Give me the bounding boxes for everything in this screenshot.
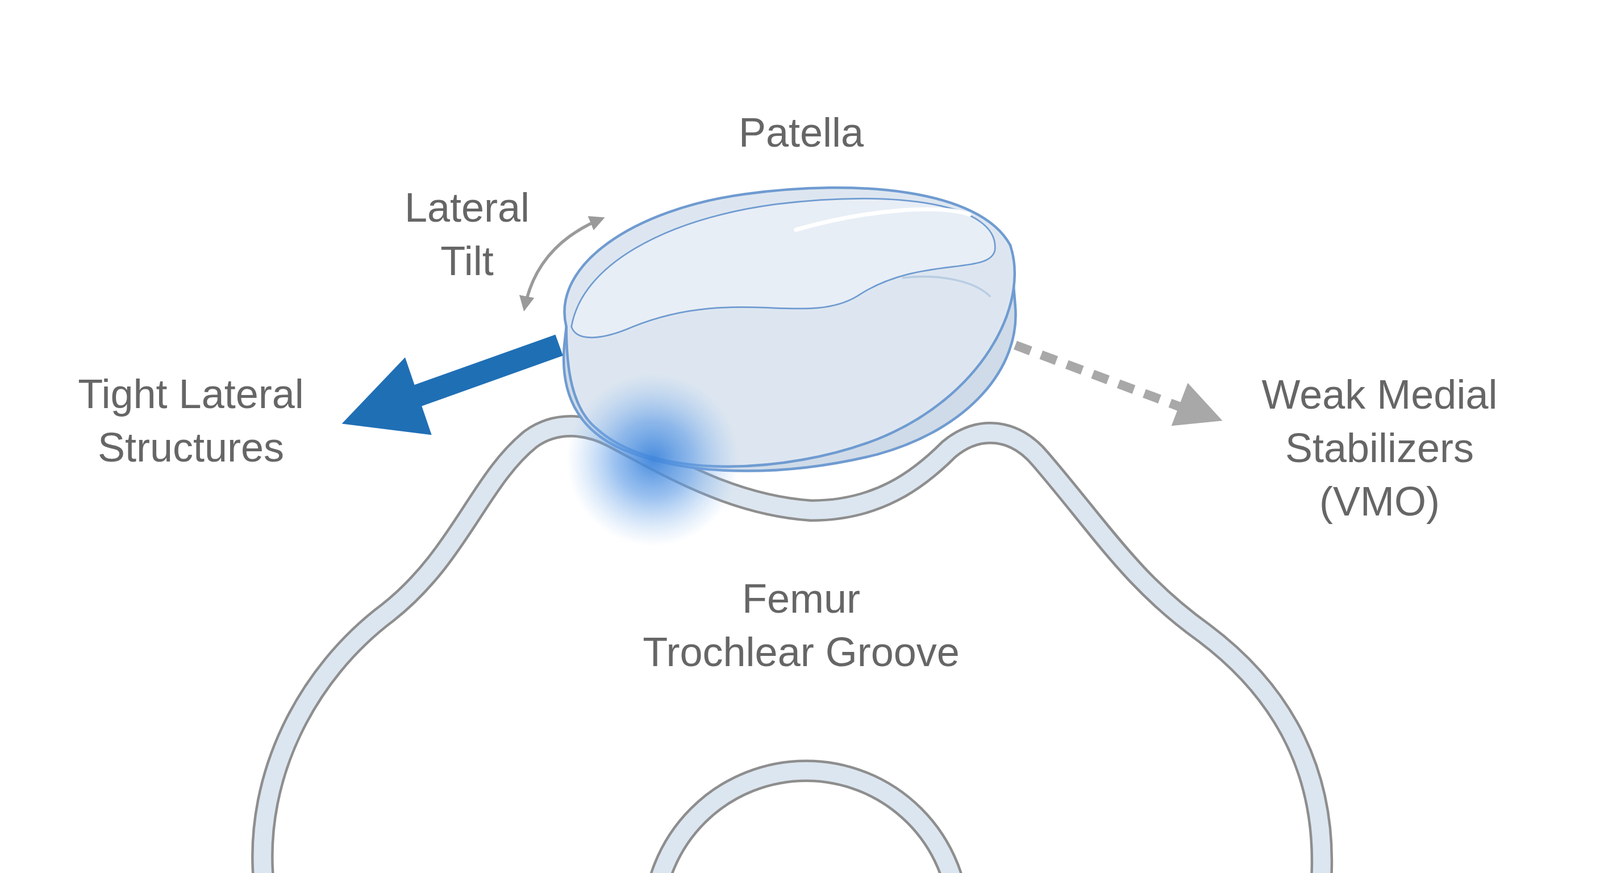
wrap-spacer xyxy=(625,571,711,625)
femur-outline xyxy=(262,426,1323,873)
wrap-spacer xyxy=(892,571,978,625)
arrow-head xyxy=(342,357,432,435)
arrow-head xyxy=(1171,382,1223,426)
patella-gloss xyxy=(796,209,970,230)
tight-lateral-arrow xyxy=(342,344,560,435)
femur-ring-edge xyxy=(652,770,960,873)
arrow-shaft xyxy=(413,344,560,398)
patella-surface xyxy=(571,198,996,337)
femur-ring-fill xyxy=(652,770,960,873)
part-label: Femur Trochlear Groove xyxy=(625,571,978,679)
part-label: Patella xyxy=(687,105,915,160)
part-label: Weak Medial Stabilizers (VMO) xyxy=(1246,367,1514,528)
weak-medial-arrow xyxy=(1015,344,1223,426)
contact-pain-glow xyxy=(566,372,740,547)
patella-gloss xyxy=(902,276,990,297)
tilt-arrow xyxy=(524,218,602,309)
part-label: Lateral Tilt xyxy=(387,180,547,288)
femur-band-fill xyxy=(262,426,1323,873)
part-label: Tight Lateral Structures xyxy=(65,367,316,474)
arrow-shaft xyxy=(1015,344,1182,408)
femur-band-edge xyxy=(262,426,1323,873)
